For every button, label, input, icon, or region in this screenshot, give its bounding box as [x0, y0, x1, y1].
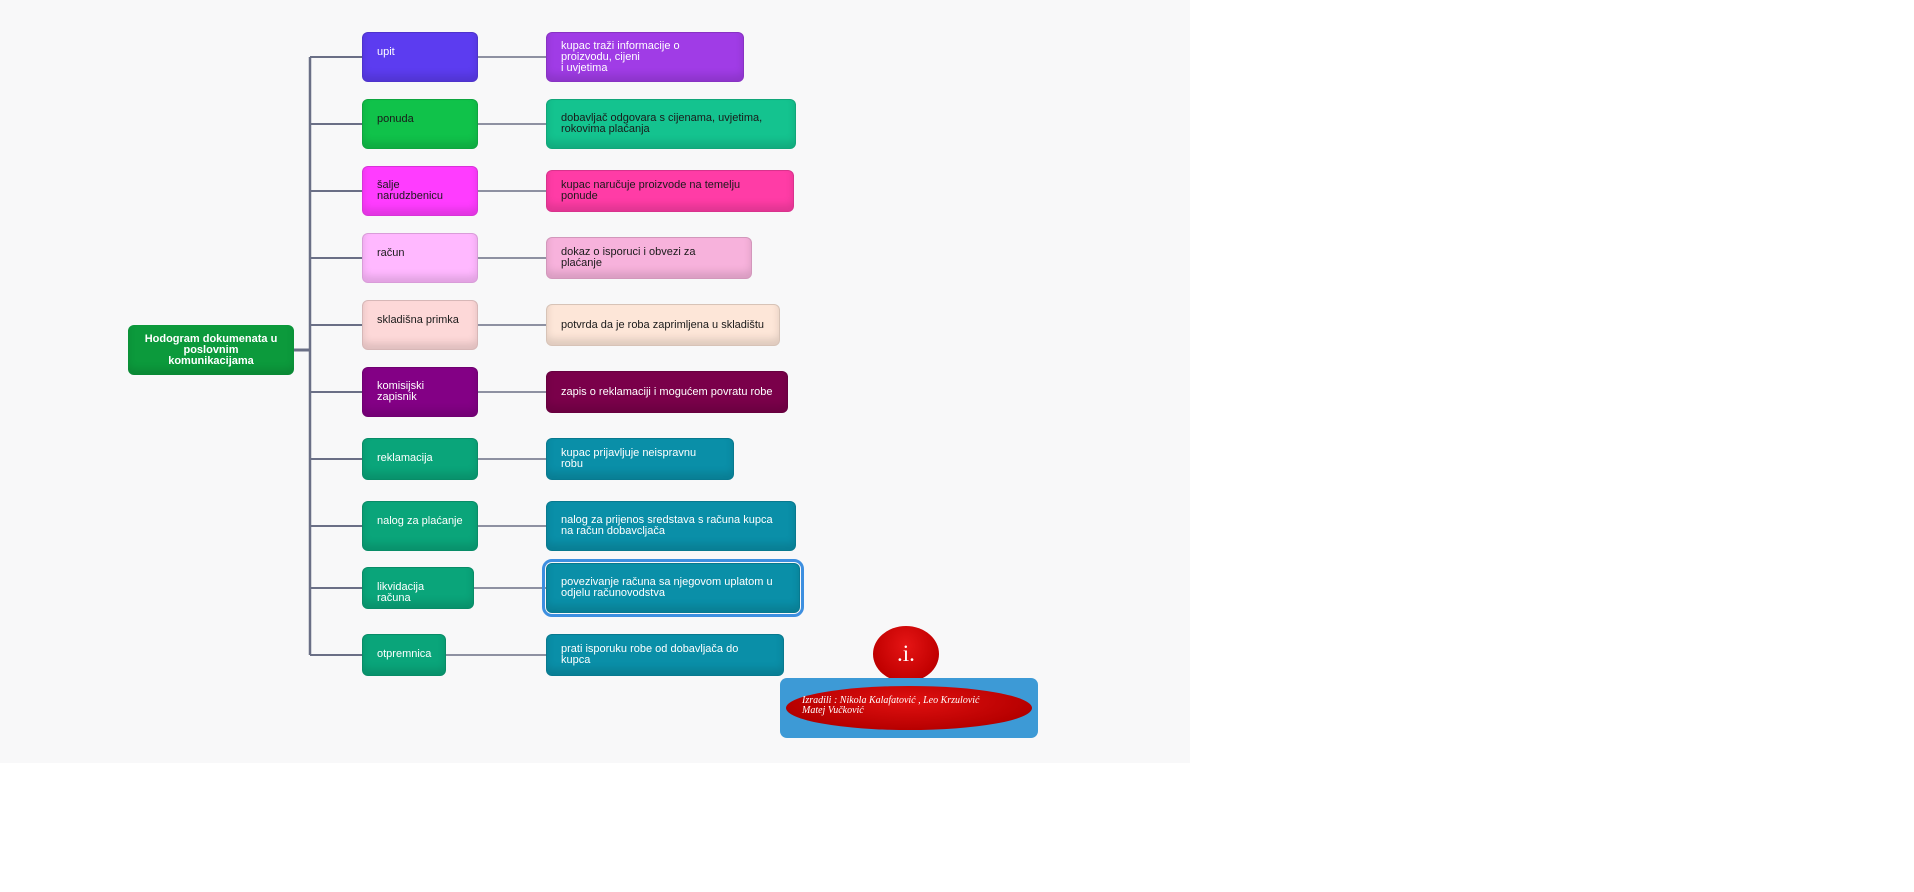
detail-node[interactable]: nalog za prijenos sredstava s računa kup… — [546, 501, 796, 551]
diagram-canvas: Hodogram dokumenata u poslovnim komunika… — [128, 32, 1038, 738]
branch-node[interactable]: nalog za plaćanje — [362, 501, 478, 551]
detail-node[interactable]: kupac prijavljuje neispravnu robu — [546, 438, 734, 480]
branch-node[interactable]: upit — [362, 32, 478, 82]
branch-node[interactable]: šalje narudzbenicu — [362, 166, 478, 216]
detail-node-selected[interactable]: povezivanje računa sa njegovom uplatom u… — [542, 559, 804, 617]
branch-node[interactable]: likvidacija računa — [362, 567, 474, 609]
detail-node[interactable]: kupac traži informacije o proizvodu, cij… — [546, 32, 744, 82]
detail-node[interactable]: prati isporuku robe od dobavljača do kup… — [546, 634, 784, 676]
detail-node[interactable]: kupac naručuje proizvode na temelju ponu… — [546, 170, 794, 212]
branch-node[interactable]: račun — [362, 233, 478, 283]
credits-text: Izradili : Nikola Kalafatović , Leo Krzu… — [786, 686, 1032, 730]
detail-node[interactable]: potvrda da je roba zaprimljena u skladiš… — [546, 304, 780, 346]
detail-node[interactable]: dobavljač odgovara s cijenama, uvjetima,… — [546, 99, 796, 149]
branch-node[interactable]: reklamacija — [362, 438, 478, 480]
detail-node[interactable]: zapis o reklamaciji i mogućem povratu ro… — [546, 371, 788, 413]
connector-lines — [294, 56, 546, 656]
branch-node[interactable]: otpremnica — [362, 634, 446, 676]
root-node[interactable]: Hodogram dokumenata u poslovnim komunika… — [128, 325, 294, 375]
info-badge[interactable]: .i. — [873, 626, 939, 682]
detail-node[interactable]: dokaz o isporuci i obvezi za plaćanje — [546, 237, 752, 279]
branch-node[interactable]: skladišna primka — [362, 300, 478, 350]
branch-node[interactable]: ponuda — [362, 99, 478, 149]
branch-node[interactable]: komisijski zapisnik — [362, 367, 478, 417]
